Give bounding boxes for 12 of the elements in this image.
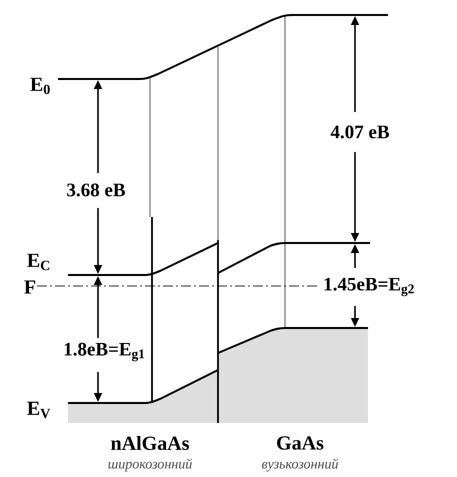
- energy-level-label: E$_{V}$: [27, 402, 50, 418]
- layer-caption: вузькозонний: [262, 458, 338, 472]
- dimension-label: 1.45eB=E$_{g2}$: [322, 276, 416, 298]
- layer-caption: широкозонний: [108, 458, 192, 472]
- dimension-label: 3.68 eB: [65, 182, 127, 198]
- energy-level-label: E$_{0}$: [30, 78, 50, 94]
- material-label: nAlGaAs: [111, 436, 189, 450]
- fermi-level-label: F: [24, 280, 36, 294]
- material-label: GaAs: [277, 436, 324, 450]
- energy-level-label: E$_{C}$: [27, 254, 50, 270]
- dimension-label: 4.07 eB: [329, 124, 391, 140]
- dimension-label: 1.8eB=E$_{g1}$: [62, 342, 146, 362]
